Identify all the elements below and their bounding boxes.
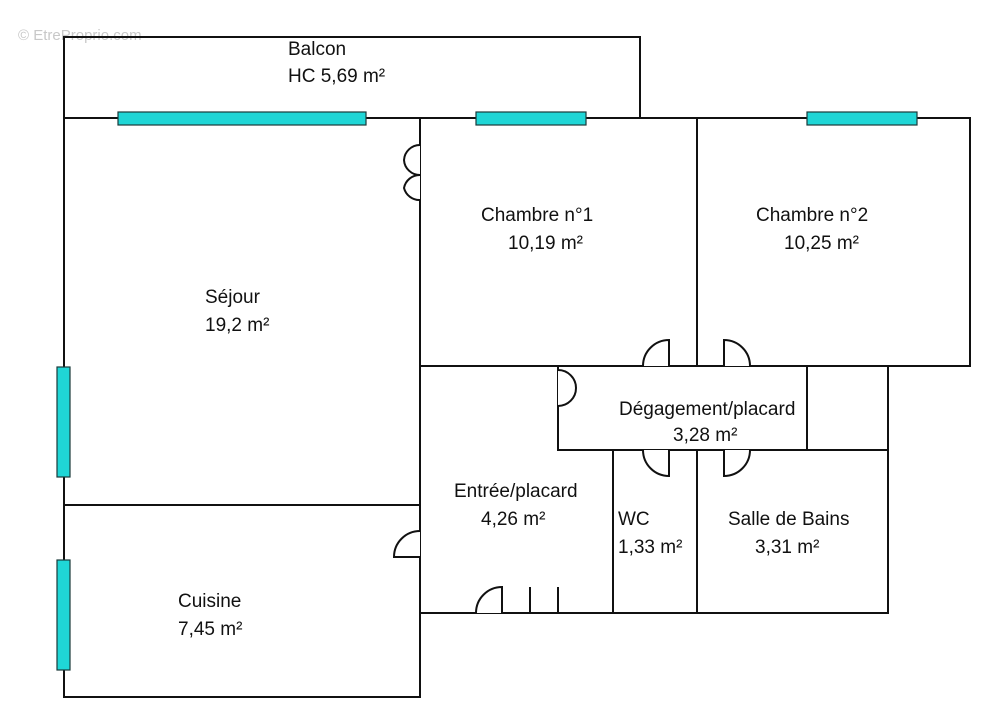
sejour-area: 19,2 m² bbox=[205, 315, 269, 336]
door-chambre2 bbox=[723, 338, 751, 367]
window-sejour-left bbox=[56, 366, 71, 478]
entree-name: Entrée/placard bbox=[454, 481, 578, 502]
cuisine-area: 7,45 m² bbox=[178, 619, 242, 640]
balcony-wall bbox=[63, 36, 641, 119]
degagement-area: 3,28 m² bbox=[673, 425, 737, 446]
chambre1-name: Chambre n°1 bbox=[481, 205, 593, 226]
wc-area: 1,33 m² bbox=[618, 537, 682, 558]
sdb-name: Salle de Bains bbox=[728, 509, 849, 530]
door-sejour-1 bbox=[402, 143, 421, 202]
wc-name: WC bbox=[618, 509, 650, 530]
chambre2-area: 10,25 m² bbox=[784, 233, 859, 254]
watermark: © EtreProprio.com bbox=[18, 27, 142, 44]
door-cuisine bbox=[392, 530, 421, 558]
balcon-name: Balcon bbox=[288, 39, 346, 60]
entree-area: 4,26 m² bbox=[481, 509, 545, 530]
sejour-name: Séjour bbox=[205, 287, 261, 308]
sdb-area: 3,31 m² bbox=[755, 537, 819, 558]
doors bbox=[392, 143, 751, 614]
chambre2-name: Chambre n°2 bbox=[756, 205, 868, 226]
degagement-name: Dégagement/placard bbox=[619, 399, 795, 420]
chambre1-area: 10,19 m² bbox=[508, 233, 583, 254]
window-chambre1 bbox=[475, 111, 587, 126]
balcon-area: HC 5,69 m² bbox=[288, 66, 385, 87]
cuisine-name: Cuisine bbox=[178, 591, 241, 612]
door-degagement-placard bbox=[557, 369, 578, 407]
window-sejour-top bbox=[117, 111, 367, 126]
windows bbox=[56, 111, 918, 671]
door-chambre1 bbox=[642, 338, 670, 367]
door-entree bbox=[450, 585, 503, 614]
room-labels: Balcon HC 5,69 m² Séjour 19,2 m² Chambre… bbox=[178, 39, 868, 640]
door-wc bbox=[642, 449, 670, 478]
window-chambre2 bbox=[806, 111, 918, 126]
window-cuisine bbox=[56, 559, 71, 671]
door-sdb bbox=[723, 449, 751, 478]
